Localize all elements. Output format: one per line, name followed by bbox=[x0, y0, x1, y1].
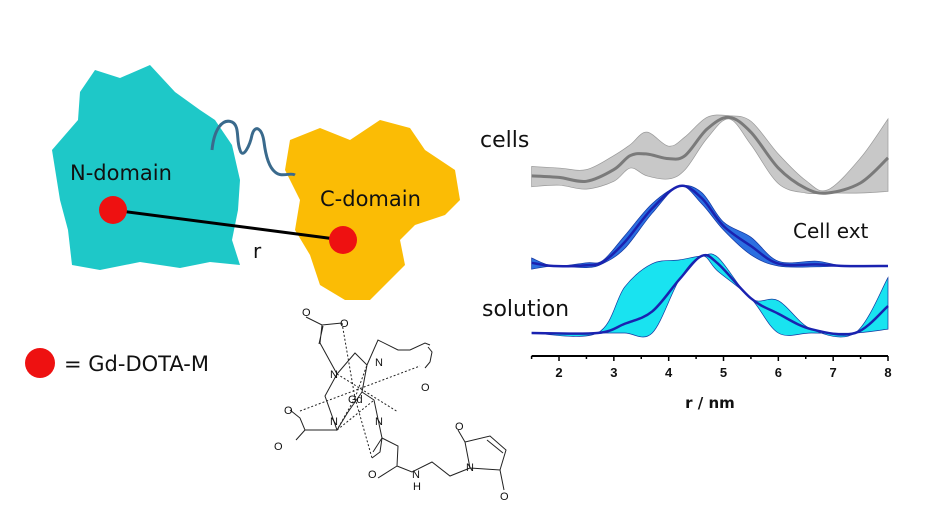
mean-line-solution bbox=[531, 253, 889, 336]
svg-text:N: N bbox=[466, 462, 474, 474]
svg-text:O: O bbox=[368, 469, 377, 481]
band-solution bbox=[531, 253, 889, 338]
svg-text:O: O bbox=[421, 382, 430, 394]
series-label-solution: solution bbox=[482, 297, 569, 322]
svg-text:N: N bbox=[330, 369, 338, 381]
linker-chain bbox=[210, 119, 296, 177]
svg-text:O: O bbox=[302, 307, 311, 319]
band-cells bbox=[531, 114, 889, 195]
series-label-cells: cells bbox=[480, 128, 529, 153]
distance-distribution-chart: 2 3 4 5 6 7 8 bbox=[530, 114, 892, 380]
series-label-cell-ext: Cell ext bbox=[793, 219, 869, 243]
svg-text:H: H bbox=[413, 481, 421, 493]
n-domain-label: N-domain bbox=[70, 161, 172, 185]
x-tick-label: 7 bbox=[830, 365, 837, 380]
mean-line-cells bbox=[531, 115, 890, 195]
svg-text:O: O bbox=[284, 405, 293, 417]
x-tick-label: 3 bbox=[610, 365, 617, 380]
gd-dota-m-structure bbox=[289, 316, 507, 491]
svg-text:N: N bbox=[412, 469, 420, 481]
svg-text:O: O bbox=[500, 491, 509, 503]
molecule-atoms: O O N N O Gd O N N O O N H N O O bbox=[274, 307, 509, 503]
svg-text:O: O bbox=[274, 441, 283, 453]
x-tick-label: 2 bbox=[555, 365, 562, 380]
svg-text:N: N bbox=[375, 416, 383, 428]
x-axis-label: r / nm bbox=[685, 394, 735, 412]
x-tick-label: 4 bbox=[665, 365, 673, 380]
spin-label-n bbox=[99, 196, 127, 224]
svg-text:O: O bbox=[455, 421, 464, 433]
distance-label: r bbox=[253, 239, 262, 263]
x-tick-label: 6 bbox=[775, 365, 782, 380]
mean-line-cell-ext bbox=[531, 184, 889, 268]
svg-text:O: O bbox=[340, 318, 349, 330]
svg-text:N: N bbox=[375, 357, 383, 369]
x-tick-label: 8 bbox=[884, 365, 891, 380]
svg-text:N: N bbox=[330, 416, 338, 428]
legend-dot bbox=[25, 348, 55, 378]
legend-label: = Gd-DOTA-M bbox=[64, 352, 209, 376]
svg-text:Gd: Gd bbox=[348, 394, 363, 406]
c-domain-shape bbox=[285, 120, 460, 300]
c-domain-label: C-domain bbox=[320, 187, 421, 211]
x-tick-label: 5 bbox=[720, 365, 727, 380]
n-domain-shape bbox=[52, 65, 240, 270]
distance-line bbox=[112, 208, 344, 242]
spin-label-c bbox=[329, 226, 357, 254]
